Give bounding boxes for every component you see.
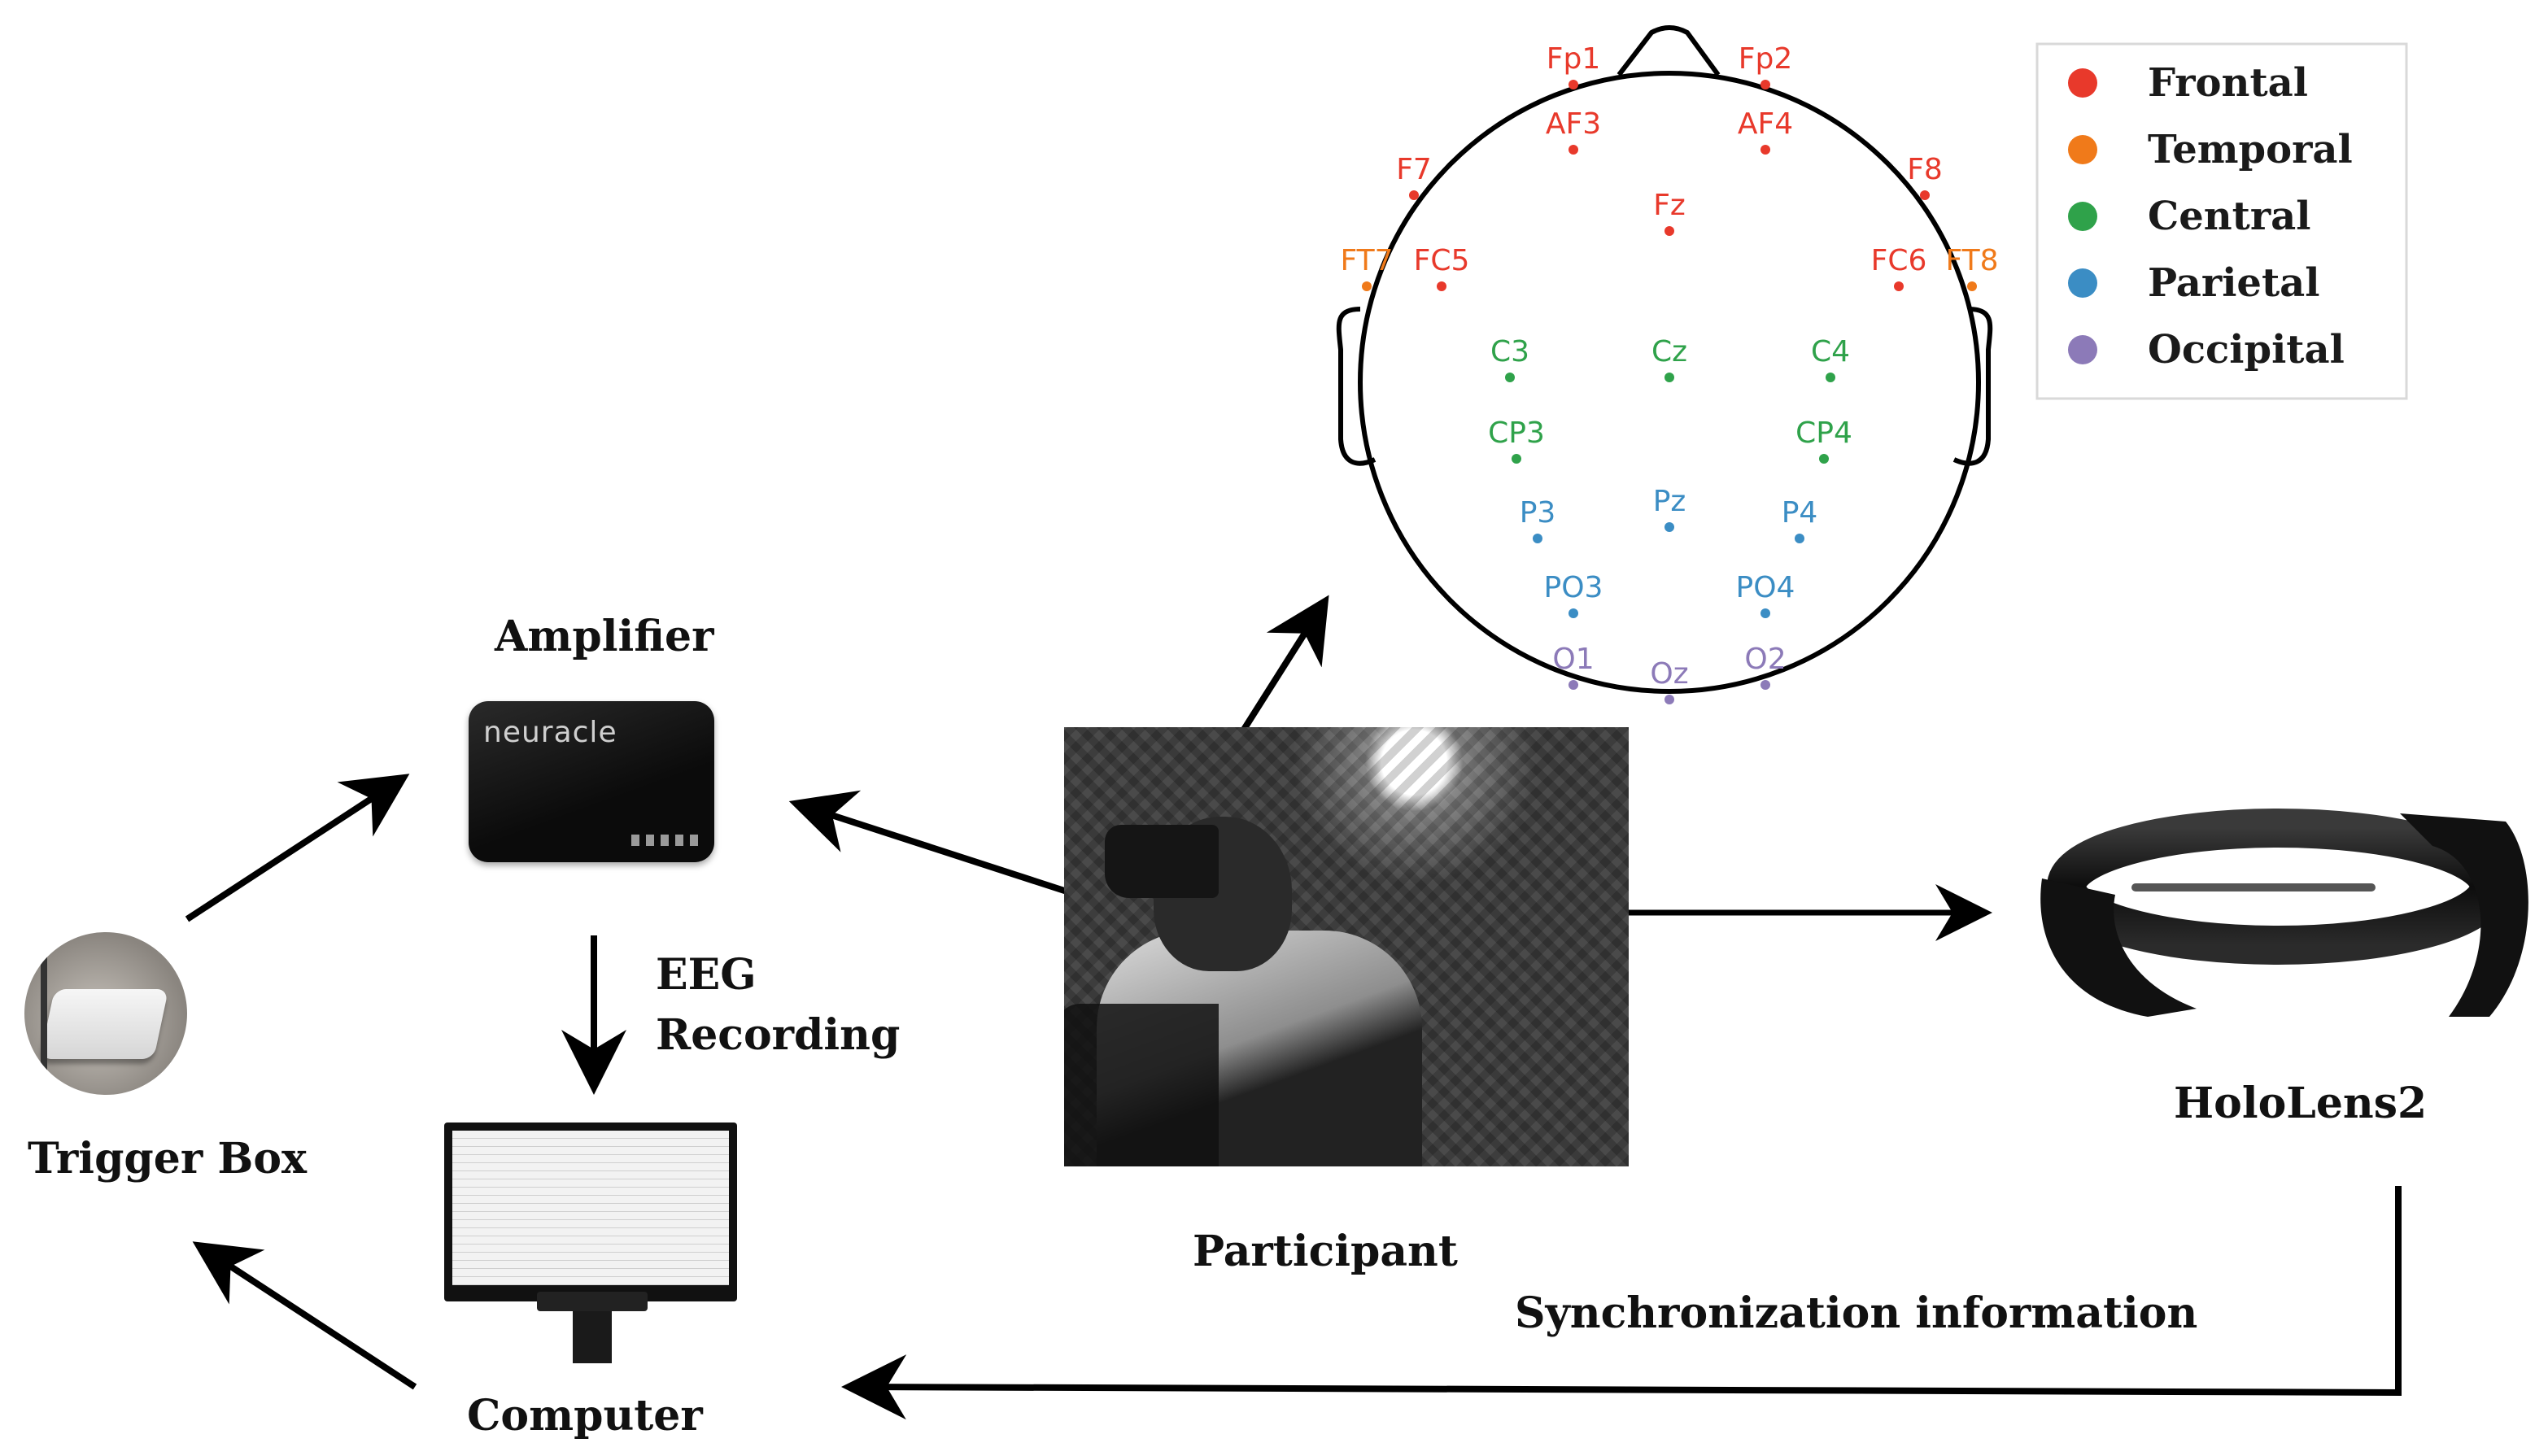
electrode-label-ft8: FT8 (1946, 244, 1999, 277)
amplifier-ports (631, 835, 701, 846)
electrode-label-p4: P4 (1782, 496, 1818, 530)
electrode-dot-p3 (1533, 534, 1542, 543)
participant-label: Participant (1193, 1227, 1458, 1276)
computer-stand (573, 1301, 612, 1363)
electrode-dot-p4 (1795, 534, 1804, 543)
arrow-trigger-to-amplifier (185, 774, 410, 922)
electrode-dot-po4 (1760, 608, 1770, 618)
electrode-dot-cz (1664, 373, 1674, 382)
electrode-dot-fp1 (1569, 80, 1578, 89)
electrode-dot-f7 (1409, 190, 1419, 200)
electrode-label-fp2: Fp2 (1739, 42, 1792, 76)
electrode-label-fc6: FC6 (1871, 244, 1927, 277)
electrode-dot-cp3 (1512, 454, 1521, 464)
electrode-label-cp3: CP3 (1488, 416, 1545, 450)
electrode-dot-pz (1664, 522, 1674, 532)
electrode-label-po4: PO4 (1736, 571, 1795, 604)
electrode-dot-fc6 (1894, 281, 1904, 291)
arrow-computer-to-trigger (192, 1241, 417, 1390)
electrode-label-o2: O2 (1744, 643, 1786, 676)
eeg-recording-label-line2: Recording (656, 1010, 901, 1060)
electrode-label-af3: AF3 (1546, 107, 1601, 141)
legend-label-central: Central (2148, 194, 2310, 239)
electrode-label-ft7: FT7 (1341, 244, 1394, 277)
electrode-label-fp1: Fp1 (1547, 42, 1600, 76)
nose (1616, 25, 1721, 76)
computer-monitor (444, 1123, 737, 1301)
electrode-label-fc5: FC5 (1414, 244, 1470, 277)
legend-box (2035, 42, 2408, 400)
electrode-label-cp4: CP4 (1795, 416, 1852, 450)
electrode-dot-c4 (1826, 373, 1835, 382)
eeg-cap-headset (1105, 825, 1219, 898)
electrode-label-pz: Pz (1653, 485, 1686, 518)
electrode-dot-po3 (1569, 608, 1578, 618)
legend-marker-temporal (2068, 135, 2097, 164)
hololens-band-highlight (2131, 883, 2376, 891)
amplifier-brand-logo: neuracle (483, 716, 617, 749)
electrode-dot-o1 (1569, 680, 1578, 690)
computer-label: Computer (467, 1391, 703, 1441)
electrode-label-oz: Oz (1650, 657, 1688, 691)
arrow-sync-hololens-to-computer (841, 1186, 2402, 1420)
electrode-dot-cp4 (1819, 454, 1829, 464)
legend-marker-central (2068, 202, 2097, 231)
legend-marker-parietal (2068, 268, 2097, 298)
electrode-label-f8: F8 (1907, 153, 1943, 186)
legend-marker-frontal (2068, 68, 2097, 98)
hololens-label: HoloLens2 (2174, 1079, 2428, 1128)
electrode-dot-af3 (1569, 145, 1578, 155)
amplifier-device: neuracle (469, 701, 714, 862)
electrode-dot-f8 (1920, 190, 1930, 200)
electrode-dot-oz (1664, 695, 1674, 704)
electrode-label-cz: Cz (1651, 335, 1687, 368)
eeg-recording-label-line1: EEG (656, 950, 757, 1000)
computer-screen (452, 1131, 729, 1285)
computer-stand-base (537, 1292, 648, 1311)
amplifier-label: Amplifier (495, 612, 714, 661)
hololens-visor (2040, 878, 2197, 1017)
left-ear (1336, 307, 1377, 466)
electrode-dot-c3 (1505, 373, 1515, 382)
trigger-box-cable (41, 957, 47, 1079)
electrode-label-af4: AF4 (1738, 107, 1793, 141)
hololens-rear-pad (2400, 813, 2528, 1017)
electrode-label-f7: F7 (1396, 153, 1432, 186)
electrode-dot-af4 (1760, 145, 1770, 155)
trigger-box-photo (24, 932, 187, 1095)
right-ear (1952, 307, 1993, 466)
legend-label-temporal: Temporal (2148, 127, 2353, 172)
electrode-label-p3: P3 (1520, 496, 1556, 530)
arrow-participant-to-amplifier (788, 790, 1116, 910)
head-outline (1358, 71, 1981, 694)
electrode-dot-fc5 (1437, 281, 1446, 291)
electrode-dot-o2 (1760, 680, 1770, 690)
electrode-label-c4: C4 (1811, 335, 1850, 368)
legend-marker-occipital (2068, 335, 2097, 364)
electrode-dot-ft8 (1967, 281, 1977, 291)
participant-photo (1064, 727, 1629, 1166)
electrode-dot-ft7 (1362, 281, 1372, 291)
sync-label: Synchronization information (1515, 1288, 2198, 1338)
electrode-label-fz: Fz (1653, 189, 1686, 222)
legend-label-frontal: Frontal (2148, 60, 2308, 106)
electrode-label-o1: O1 (1552, 643, 1594, 676)
electrode-dot-fp2 (1760, 80, 1770, 89)
electrode-dot-fz (1664, 226, 1674, 236)
legend-label-occipital: Occipital (2148, 327, 2345, 373)
chair (1064, 1004, 1219, 1166)
electrode-label-c3: C3 (1490, 335, 1529, 368)
legend-label-parietal: Parietal (2148, 260, 2319, 306)
electrode-label-po3: PO3 (1544, 571, 1603, 604)
trigger-box-label: Trigger Box (28, 1134, 308, 1184)
